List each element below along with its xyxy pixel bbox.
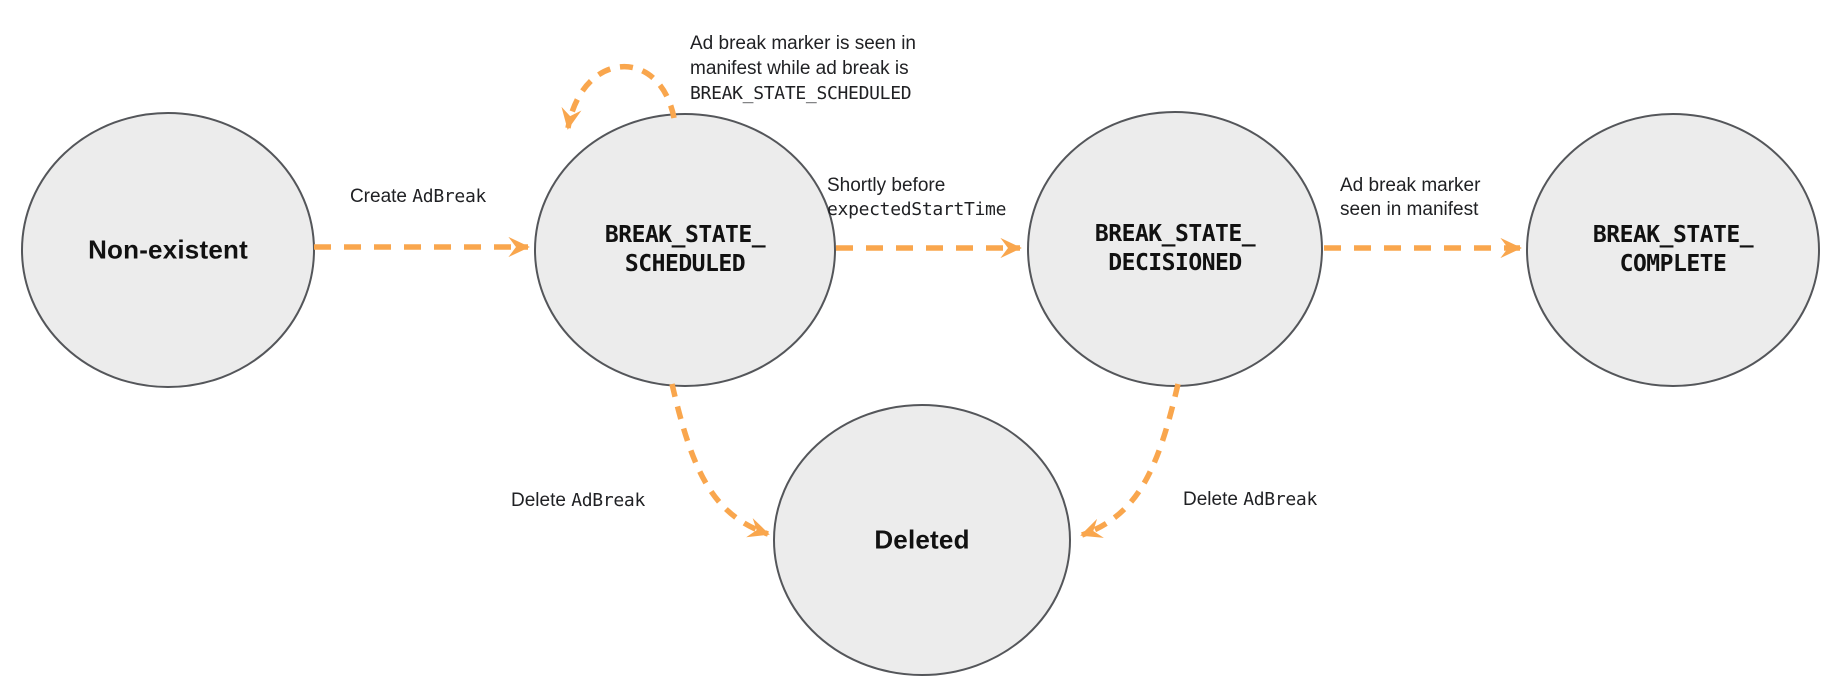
marker-seen-line2: seen in manifest xyxy=(1340,199,1479,220)
edge-label-delete-adbreak-left: Delete AdBreak xyxy=(511,489,645,513)
state-label-decisioned-line1: BREAK_STATE_ xyxy=(1094,221,1256,247)
marker-seen-line1: Ad break marker xyxy=(1340,175,1481,196)
edge-label-create-adbreak: Create AdBreak xyxy=(350,185,486,209)
shortly-before-line1: Shortly before xyxy=(827,175,946,196)
state-node-deleted xyxy=(773,404,1071,676)
edge-label-delete-adbreak-right: Delete AdBreak xyxy=(1183,488,1317,512)
edge-label-shortly-before: Shortly before expectedStartTime xyxy=(827,174,1006,222)
state-label-complete-line2: COMPLETE xyxy=(1619,251,1727,277)
state-label-complete-line1: BREAK_STATE_ xyxy=(1592,222,1754,248)
state-label-complete: BREAK_STATE_ COMPLETE xyxy=(1592,221,1754,279)
edge-label-create-text: Create xyxy=(349,186,413,207)
edge-self-loop-scheduled xyxy=(561,64,677,130)
edge-decisioned-to-deleted xyxy=(1080,383,1181,538)
delete-right-text: Delete xyxy=(1183,489,1244,510)
self-loop-note-line2: manifest while ad break is xyxy=(690,58,909,79)
state-label-scheduled-line2: SCHEDULED xyxy=(624,251,746,277)
state-label-deleted: Deleted xyxy=(874,524,970,555)
state-node-complete xyxy=(1526,113,1820,387)
state-label-decisioned-line2: DECISIONED xyxy=(1108,250,1242,276)
state-label-scheduled-line1: BREAK_STATE_ xyxy=(604,222,766,248)
delete-right-code: AdBreak xyxy=(1243,489,1317,510)
shortly-before-line2: expectedStartTime xyxy=(827,199,1007,220)
state-node-non-existent xyxy=(21,112,315,388)
state-label-non-existent: Non-existent xyxy=(88,234,248,265)
edge-label-create-code: AdBreak xyxy=(412,186,487,207)
state-label-decisioned: BREAK_STATE_ DECISIONED xyxy=(1094,220,1256,278)
self-loop-note-line1: Ad break marker is seen in xyxy=(690,33,916,54)
state-node-scheduled xyxy=(534,113,836,387)
self-loop-note-line3: BREAK_STATE_SCHEDULED xyxy=(690,83,912,104)
state-label-scheduled: BREAK_STATE_ SCHEDULED xyxy=(604,221,766,279)
edge-label-self-loop-note: Ad break marker is seen in manifest whil… xyxy=(690,31,916,106)
delete-left-text: Delete xyxy=(511,490,572,511)
edge-scheduled-to-deleted xyxy=(669,383,770,538)
delete-left-code: AdBreak xyxy=(571,490,645,511)
edge-label-marker-seen: Ad break marker seen in manifest xyxy=(1340,174,1480,222)
